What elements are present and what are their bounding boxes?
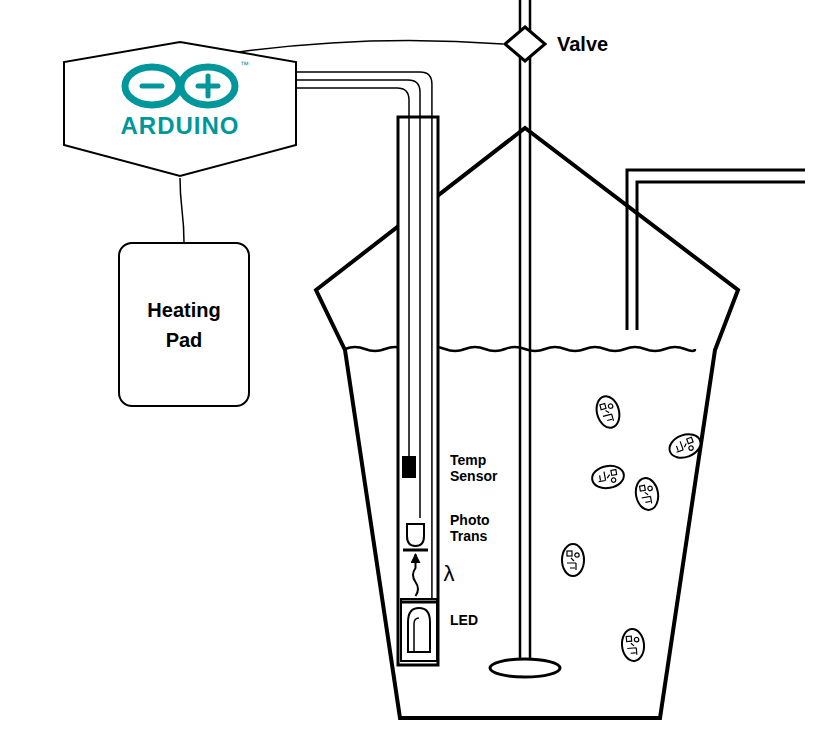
light-path (413, 554, 418, 596)
node-label: ARDUINO (62, 112, 298, 140)
heating-pad: Heating Pad (118, 242, 250, 407)
node-label: LED (450, 612, 500, 628)
gas-tube (627, 170, 805, 330)
valve-diamond: Valve (503, 25, 547, 63)
microbe (562, 544, 584, 576)
sensor-chip (402, 456, 416, 478)
wire (296, 80, 420, 518)
phototransistor-symbol (403, 518, 428, 552)
node-label: Valve (557, 32, 637, 56)
wire (296, 88, 409, 456)
stir-bar (490, 659, 560, 677)
microbe (593, 394, 623, 431)
temp-sensor: Temp Sensor (402, 456, 416, 478)
hexagon-outline (62, 40, 298, 178)
microbe (590, 463, 625, 490)
node-label: Temp Sensor (450, 452, 512, 484)
wire (180, 178, 184, 242)
wire (239, 40, 503, 52)
photo-transistor: Photo Trans (403, 518, 428, 552)
wire (296, 72, 432, 598)
led-symbol (400, 598, 438, 662)
node-label: Heating Pad (139, 295, 229, 355)
microbe (621, 628, 646, 662)
valve-symbol (503, 25, 547, 63)
node-label: Photo Trans (450, 512, 512, 544)
feed-pipe (520, 0, 530, 662)
vessel-outline (316, 128, 738, 718)
led-emitter: LED (400, 598, 438, 662)
microbe (633, 476, 660, 511)
arduino-board: ARDUINO (62, 40, 298, 178)
microbe (666, 430, 704, 462)
